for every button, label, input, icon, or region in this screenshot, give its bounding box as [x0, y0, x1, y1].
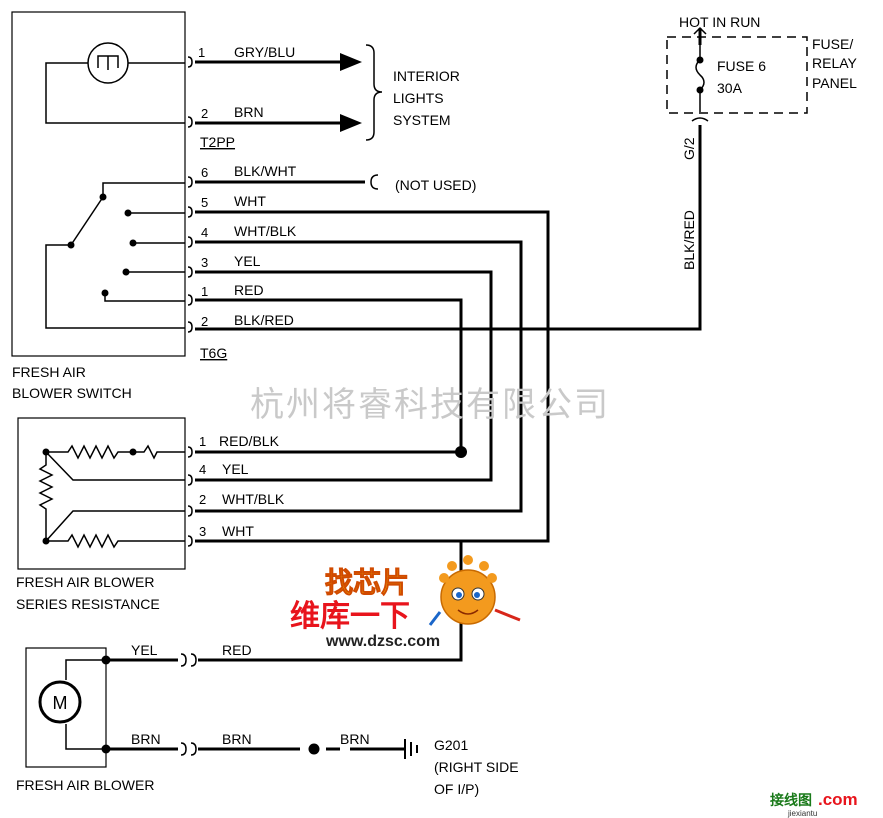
switch-box: [11, 11, 186, 357]
wire-color-label: WHT: [234, 193, 266, 209]
wire-color-label: RED: [234, 282, 264, 298]
fuse-name: FUSE 6: [717, 58, 766, 74]
wire-color-label: BRN: [340, 731, 370, 747]
wire-color-label: YEL: [234, 253, 261, 269]
motor-box: [25, 647, 107, 768]
ground-name: G201: [434, 737, 468, 753]
pin-number: 1: [201, 284, 208, 299]
panel-label: PANEL: [812, 75, 857, 91]
terminal-label: G/2: [681, 137, 697, 160]
dzsc-logo: 找芯片 维库一下 www.dzsc.com: [290, 555, 521, 650]
pin-number: 3: [201, 255, 208, 270]
panel-label: RELAY: [812, 55, 858, 71]
fuse-rating: 30A: [717, 80, 743, 96]
pin-number: 2: [201, 314, 208, 329]
corner-watermark: 接线图 .com jiexiantu: [770, 790, 858, 818]
series-resistance: [17, 417, 186, 570]
wire-color-label: BRN: [131, 731, 161, 747]
ground-labels: G201 (RIGHT SIDE OF I/P): [434, 737, 519, 797]
component-name: FRESH AIR BLOWER: [16, 777, 154, 793]
arrow-icon: [340, 53, 362, 71]
logo-top-text: 找芯片: [325, 566, 409, 599]
switch-labels: 1 GRY/BLU 2 BRN T2PP 6 BLK/WHT 5 WHT 4 W…: [12, 44, 297, 401]
pin-number: 4: [199, 462, 206, 477]
logo-url-text: www.dzsc.com: [325, 633, 440, 650]
wire-color-label: WHT: [222, 523, 254, 539]
motor-letter: M: [53, 693, 68, 713]
wire-color-label: BLK/RED: [234, 312, 294, 328]
resistor-labels: 1 RED/BLK 4 YEL 2 WHT/BLK 3 WHT FRESH AI…: [16, 433, 285, 612]
resistor-connector-plugs: [187, 446, 193, 547]
wire-color-label: BLK/RED: [681, 210, 697, 270]
pin-number: 3: [199, 524, 206, 539]
switch-connector-plugs: [187, 56, 193, 333]
ground-note: OF I/P): [434, 781, 479, 797]
wire-color-label: WHT/BLK: [234, 223, 297, 239]
ground-note: (RIGHT SIDE: [434, 759, 519, 775]
pin-number: 1: [199, 434, 206, 449]
panel-label: FUSE/: [812, 36, 853, 52]
interior-label: LIGHTS: [393, 90, 444, 106]
splice-icon: [455, 446, 467, 458]
pin-number: 4: [201, 225, 208, 240]
fuse-icon: [695, 45, 705, 112]
pin-number: 2: [199, 492, 206, 507]
pin-number: 5: [201, 195, 208, 210]
corner-dot-text: .com: [818, 790, 858, 809]
fuse-panel-box: [666, 36, 808, 114]
logo-mid-text: 维库一下: [290, 599, 410, 634]
fuse-labels: HOT IN RUN FUSE 6 30A FUSE/ RELAY PANEL …: [679, 14, 858, 270]
hot-in-run-label: HOT IN RUN: [679, 14, 760, 30]
resistor-box: [17, 417, 186, 570]
mascot-icon: [428, 555, 521, 626]
blower-labels: M YEL RED BRN BRN BRN FRESH AIR BLOWER: [16, 642, 370, 793]
interior-labels: INTERIOR LIGHTS SYSTEM (NOT USED): [393, 68, 476, 193]
connector-label: T6G: [200, 345, 227, 361]
ground-icon: [393, 739, 418, 759]
arrow-icon: [340, 114, 362, 132]
corner-pinyin-text: jiexiantu: [787, 809, 817, 818]
interior-label: SYSTEM: [393, 112, 451, 128]
component-name: FRESH AIR BLOWER: [16, 574, 154, 590]
wire-color-label: YEL: [131, 642, 158, 658]
blower-switch: [11, 11, 186, 357]
interior-label: INTERIOR: [393, 68, 460, 84]
corner-cn-text: 接线图: [770, 792, 812, 809]
resistor-icon: [38, 444, 185, 549]
component-name: FRESH AIR: [12, 364, 86, 380]
connector-label: T2PP: [200, 134, 235, 150]
wire-color-label: BLK/WHT: [234, 163, 297, 179]
fuse-relay-panel: [666, 26, 808, 122]
company-watermark: 杭州将睿科技有限公司: [250, 385, 610, 425]
wire-color-label: WHT/BLK: [222, 491, 285, 507]
wire-color-label: RED: [222, 642, 252, 658]
wire-color-label: GRY/BLU: [234, 44, 295, 60]
wire-color-label: RED/BLK: [219, 433, 280, 449]
wire-color-label: BRN: [234, 104, 264, 120]
not-used-label: (NOT USED): [395, 177, 476, 193]
pin-number: 6: [201, 165, 208, 180]
component-name: SERIES RESISTANCE: [16, 596, 160, 612]
wire-color-label: BRN: [222, 731, 252, 747]
switch-wires: [195, 53, 702, 543]
rotary-switch-icon: [45, 182, 185, 329]
pin-number: 1: [198, 45, 205, 60]
component-name: BLOWER SWITCH: [12, 385, 132, 401]
motor-icon: [38, 680, 82, 724]
wire-color-label: YEL: [222, 461, 249, 477]
pin-number: 2: [201, 106, 208, 121]
